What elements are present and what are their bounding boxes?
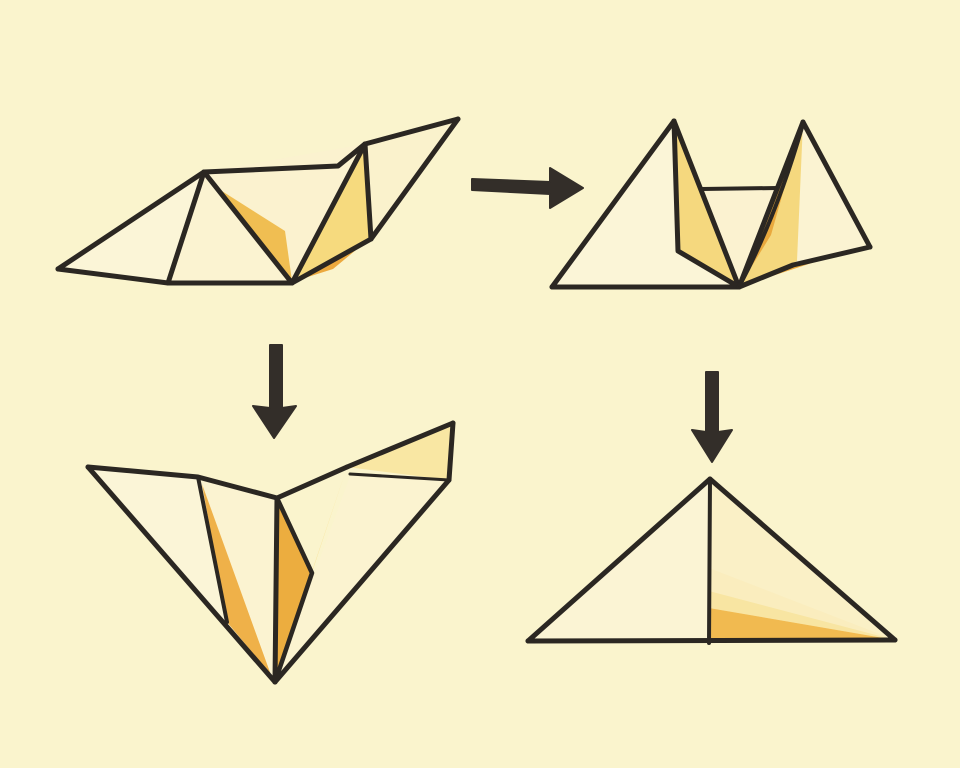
- crease-line: [671, 118, 742, 290]
- facet-fan-band-light: [709, 568, 895, 640]
- crease-line: [344, 420, 456, 470]
- facet-trough-face: [204, 144, 365, 283]
- crease-line: [707, 476, 898, 643]
- facet-fan-band-medium: [709, 591, 895, 640]
- crease-line: [362, 141, 374, 242]
- crease-line: [289, 141, 368, 286]
- crease-line: [549, 118, 677, 290]
- arrow-down-icon: [691, 371, 733, 463]
- facet-fan-band-dark: [709, 608, 895, 641]
- origami-step-4-finished-triangle: [525, 476, 898, 645]
- origami-step-1-flat-zigzag: [55, 116, 461, 286]
- crease-line: [738, 122, 805, 287]
- crease-line: [707, 477, 712, 645]
- crease-line: [55, 266, 295, 286]
- crease-line: [671, 118, 742, 290]
- origami-step-2-twin-peaks: [549, 118, 873, 290]
- facet-center-face: [168, 172, 292, 283]
- facet-left-shadow-wedge: [202, 484, 271, 675]
- crease-line: [800, 119, 873, 250]
- arrow-down-right-glyph: [691, 371, 733, 463]
- crease-line: [165, 169, 207, 286]
- crease-line: [348, 472, 451, 482]
- crease-line: [736, 119, 806, 290]
- facet-inner-well: [702, 188, 777, 287]
- crease-line: [272, 495, 315, 685]
- facet-left-face: [58, 172, 204, 283]
- arrow-right-icon: [471, 167, 584, 209]
- arrow-down-left-glyph: [252, 344, 297, 439]
- arrow-down-icon: [252, 344, 297, 439]
- crease-line: [272, 495, 280, 685]
- crease-line: [446, 420, 456, 483]
- origami-step-3-valley-fold: [85, 420, 456, 685]
- crease-line: [274, 464, 350, 501]
- crease-line: [368, 116, 461, 242]
- crease-line: [289, 236, 374, 286]
- crease-line: [55, 169, 207, 272]
- crease-line: [196, 475, 229, 624]
- arrow-right-glyph: [471, 167, 584, 209]
- crease-line: [201, 141, 368, 175]
- crease-line: [736, 244, 873, 290]
- crease-line: [272, 477, 452, 685]
- crease-line: [85, 464, 278, 685]
- crease-line: [525, 476, 713, 644]
- crease-line: [201, 169, 295, 286]
- facet-top-fold-triangle: [347, 423, 453, 480]
- crease-line: [700, 186, 779, 191]
- facet-center-fold-facet: [275, 498, 312, 682]
- crease-line: [525, 637, 898, 644]
- crease-line: [362, 116, 461, 147]
